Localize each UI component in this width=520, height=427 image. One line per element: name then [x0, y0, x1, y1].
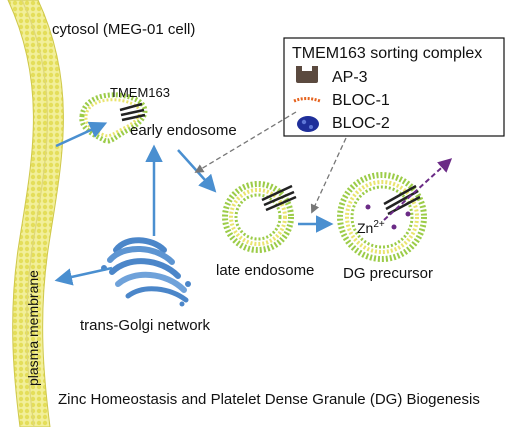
cytosol-label: cytosol (MEG-01 cell): [52, 21, 195, 38]
plasma-membrane: [7, 0, 64, 427]
zinc-ion-label: Zn2+: [357, 219, 385, 236]
dg-precursor-label: DG precursor: [343, 265, 433, 282]
legend-item-ap3: AP-3: [332, 69, 368, 86]
tmem163-protein-early: [119, 102, 146, 122]
arrow-pm-to-early: [55, 121, 108, 148]
dg-precursor-vesicle: Zn2+: [337, 172, 427, 262]
tmem163-protein-late: [261, 184, 297, 212]
legend-item-bloc1: BLOC-1: [332, 92, 390, 109]
zinc-efflux-arrow: [383, 158, 453, 221]
arrow-golgi-to-pm: [54, 266, 113, 286]
legend-title: TMEM163 sorting complex: [292, 45, 482, 62]
legend-box: TMEM163 sorting complex AP-3 BLOC-1 BLOC…: [283, 37, 505, 137]
zinc-dots: [365, 204, 411, 230]
figure-caption: Zinc Homeostasis and Platelet Dense Gran…: [58, 391, 480, 408]
late-endosome-vesicle: [222, 181, 297, 253]
golgi-icon: [101, 237, 191, 307]
tmem163-label: TMEM163: [110, 85, 170, 100]
late-endosome-label: late endosome: [216, 262, 314, 279]
ap3-icon: [296, 66, 318, 83]
trans-golgi-label: trans-Golgi network: [80, 317, 211, 334]
bloc2-icon: [297, 116, 319, 132]
arrow-early-to-late: [177, 149, 217, 193]
early-endosome-label: early endosome: [130, 122, 237, 139]
sorting-arrows: [194, 111, 347, 214]
dashed-arrow-to-early: [194, 111, 297, 173]
plasma-membrane-label: plasma membrane: [25, 270, 41, 386]
legend-item-bloc2: BLOC-2: [332, 115, 390, 132]
dashed-arrow-to-late: [310, 137, 347, 214]
